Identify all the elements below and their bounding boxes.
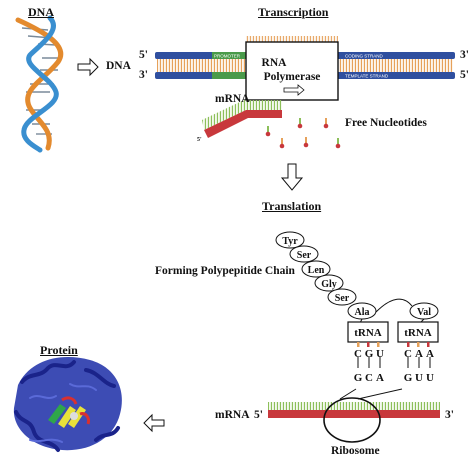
anticodon-base: A	[426, 348, 434, 360]
codon-base: C	[365, 372, 373, 384]
amino-acid-label: Ala	[355, 307, 370, 318]
nascent-mrna	[202, 100, 282, 138]
translation-title: Translation	[262, 199, 322, 213]
three-prime-right: 3'	[460, 49, 469, 61]
amino-acid-label: Tyr	[282, 236, 298, 247]
trna-stubs	[357, 342, 430, 347]
polypeptide-chain	[275, 231, 439, 320]
amino-acid-label: Ser	[335, 293, 350, 304]
free-nucleotides-label: Free Nucleotides	[345, 117, 427, 129]
five-prime-left: 5'	[139, 49, 148, 61]
five-prime-right: 5'	[460, 69, 469, 81]
promoter-label-top: PROMOTER	[214, 54, 241, 59]
coding-strand-label: CODING STRAND	[345, 54, 384, 59]
amino-acid-label: Len	[308, 265, 325, 276]
codon-base: U	[426, 372, 434, 384]
codon-base: G	[404, 372, 413, 384]
anticodon-base: C	[404, 348, 412, 360]
protein-structure-image	[13, 357, 122, 452]
translation-mrna	[268, 402, 440, 418]
codon-base: G	[354, 372, 363, 384]
trna-label-1: tRNA	[354, 327, 382, 339]
mrna-end-mark: 5'	[197, 137, 202, 143]
translation-five-prime: 5'	[254, 409, 263, 421]
polymerase-label-line2: Polymerase	[264, 71, 321, 83]
arrow-down-icon	[280, 163, 304, 191]
dna-title: DNA	[28, 5, 54, 19]
three-prime-left: 3'	[139, 69, 148, 81]
anticodon-base: U	[376, 348, 384, 360]
transcription-title: Transcription	[258, 5, 329, 19]
dna-label: DNA	[106, 60, 131, 72]
anticodon-base: A	[415, 348, 423, 360]
ribosome-label: Ribosome	[331, 445, 380, 457]
arrow-right-icon	[77, 57, 99, 77]
polypeptide-chain-caption: Forming Polypepitide Chain	[155, 265, 295, 277]
rna-polymerase	[245, 41, 339, 101]
arrow-left-icon	[143, 413, 165, 433]
translation-three-prime: 3'	[445, 409, 454, 421]
codon-base: A	[376, 372, 384, 384]
anticodon-base: C	[354, 348, 362, 360]
dna-helix-image	[15, 15, 64, 153]
codon-base: U	[415, 372, 423, 384]
mrna-label-transcription: mRNA	[215, 93, 250, 105]
amino-acid-label: Ser	[297, 250, 312, 261]
amino-acid-label: Val	[417, 307, 431, 318]
peptide-bond-link	[375, 298, 413, 313]
ribosome	[323, 397, 381, 443]
mrna-label-translation: mRNA	[215, 409, 250, 421]
protein-title: Protein	[40, 343, 78, 357]
template-strand-label: TEMPLATE STRAND	[345, 74, 389, 79]
amino-acid-label: Gly	[321, 279, 337, 290]
anticodon-base: G	[365, 348, 374, 360]
free-nucleotides	[265, 118, 341, 149]
polymerase-label-line1: RNA	[262, 57, 288, 69]
direction-arrow-icon	[283, 84, 305, 96]
trna-label-2: tRNA	[404, 327, 432, 339]
codon-pair-lines	[357, 357, 431, 368]
